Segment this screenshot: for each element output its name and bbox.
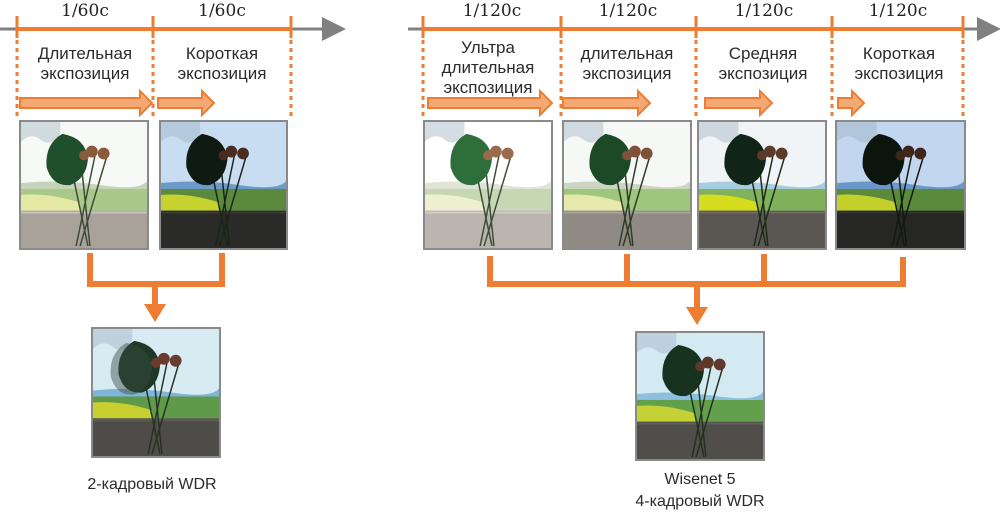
result-caption-2-frame: 2-кадровый WDR (87, 476, 217, 493)
left-merge-arrowhead (144, 304, 166, 322)
shutter-label: 1/60c (198, 1, 246, 21)
result-caption-brand: Wisenet 5 (664, 471, 736, 488)
frame-ultra-long-exposure (423, 120, 553, 250)
shutter-label: 1/120c (868, 1, 928, 21)
right-timeline-ticks (421, 16, 965, 38)
shutter-label: 1/120c (462, 1, 522, 21)
shutter-label: 1/60c (61, 1, 109, 21)
exposure-arrow-short (157, 88, 216, 118)
exposure-label-line: Короткая (862, 44, 936, 63)
exposure-label-line: длительная (441, 58, 535, 77)
frame-short-exposure (835, 120, 966, 250)
exposure-label-line: экспозиция (40, 64, 130, 83)
frame-medium-exposure (697, 120, 827, 250)
result-2-frame-wdr-image (91, 327, 221, 458)
exposure-label-line: экспозиция (718, 64, 808, 83)
exposure-label-short: Короткая экспозиция (152, 44, 292, 84)
exposure-label-line: экспозиция (854, 64, 944, 83)
exposure-label-ultra-long: Ультра длительная экспозиция (418, 38, 558, 98)
exposure-label-line: Ультра (461, 38, 515, 57)
frame-short-exposure (159, 120, 288, 250)
exposure-arrow-long (562, 88, 652, 118)
right-merge-bracket (487, 254, 906, 309)
shutter-label: 1/120c (734, 1, 794, 21)
frame-long-exposure (562, 120, 692, 250)
result-4-frame-wdr-image (635, 331, 765, 461)
exposure-arrow-long (19, 88, 154, 118)
result-caption-4-frame: Wisenet 5 4-кадровый WDR (610, 469, 790, 513)
exposure-label-long: длительная экспозиция (557, 44, 697, 84)
exposure-arrow-medium (704, 88, 774, 118)
exposure-label-medium: Средняя экспозиция (693, 44, 833, 84)
right-merge-arrowhead (686, 307, 708, 325)
exposure-label-line: Короткая (185, 44, 259, 63)
exposure-arrow-short (837, 88, 866, 118)
exposure-label-line: Длительная (37, 44, 133, 63)
exposure-label-line: Средняя (728, 44, 798, 63)
frame-long-exposure (19, 120, 149, 250)
exposure-label-line: длительная (580, 44, 674, 63)
shutter-label: 1/120c (598, 1, 658, 21)
exposure-label-long: Длительная экспозиция (15, 44, 155, 84)
left-timeline-ticks (15, 16, 293, 38)
exposure-label-line: экспозиция (582, 64, 672, 83)
left-merge-bracket (87, 253, 225, 306)
result-caption-mode: 4-кадровый WDR (635, 493, 765, 510)
exposure-label-short: Короткая экспозиция (829, 44, 969, 84)
exposure-label-line: экспозиция (443, 78, 533, 97)
exposure-label-line: экспозиция (177, 64, 267, 83)
exposure-arrow-ultra-long (427, 88, 554, 118)
